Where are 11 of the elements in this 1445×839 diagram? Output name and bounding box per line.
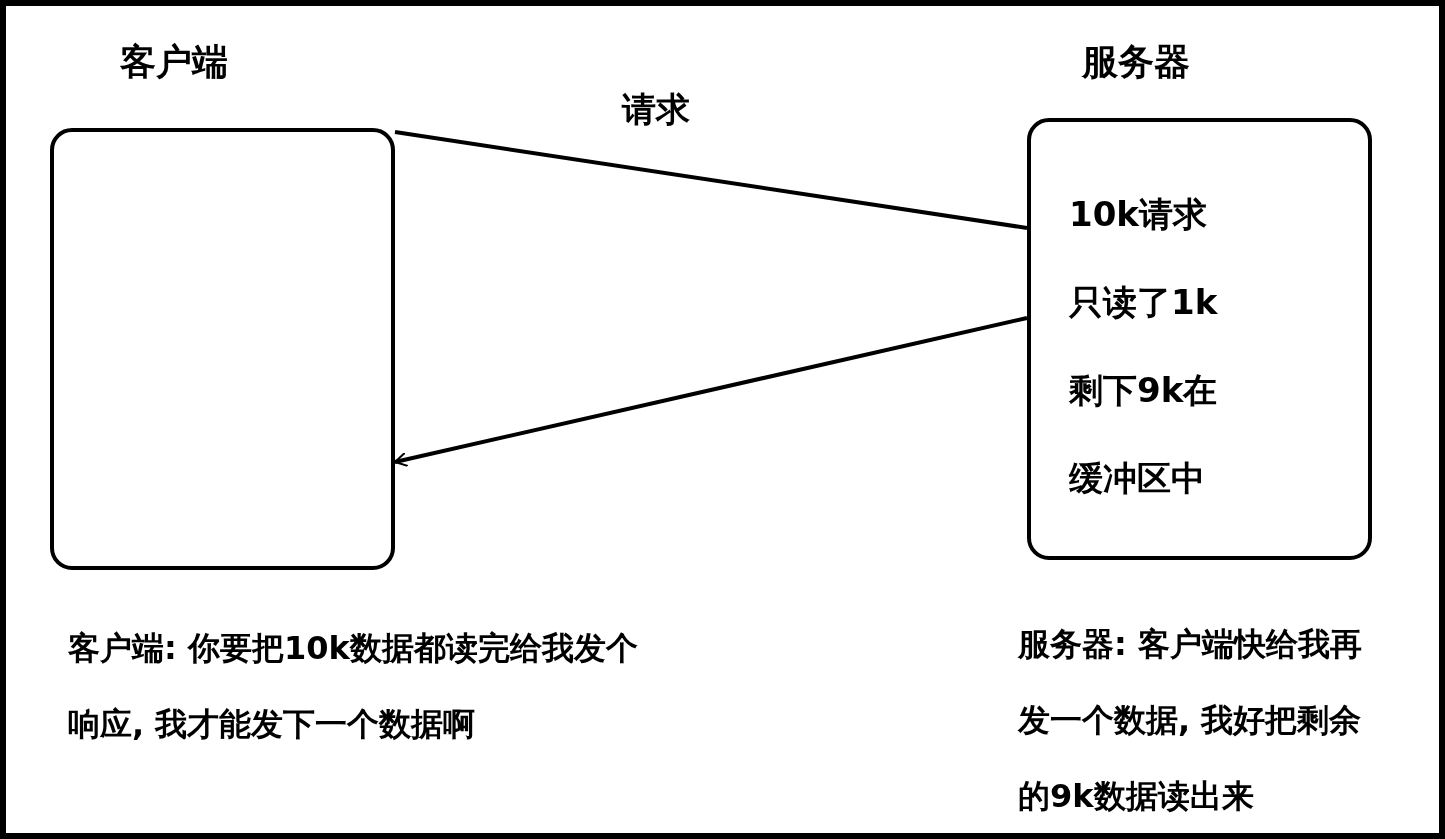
note-text: 客户端: 你要把10k数据都读完给我发个响应, 我才能发下一个数据啊 — [68, 628, 639, 745]
connector-line — [394, 130, 1028, 230]
box-text: 10k请求 — [1069, 194, 1208, 234]
box-text: 剩下9k在 — [1069, 370, 1219, 410]
note-text: 服务器: 客户端快给我再发一个数据, 我好把剩余的9k数据读出来 — [1018, 624, 1363, 817]
arrow — [394, 316, 1028, 468]
box-heading: 服务器 — [1082, 44, 1190, 80]
box-text: 只读了1k — [1069, 282, 1219, 322]
box-text: 缓冲区中 — [1069, 458, 1206, 498]
box-heading: 客户端 — [120, 44, 228, 80]
edge-label: 请求 — [622, 92, 690, 126]
